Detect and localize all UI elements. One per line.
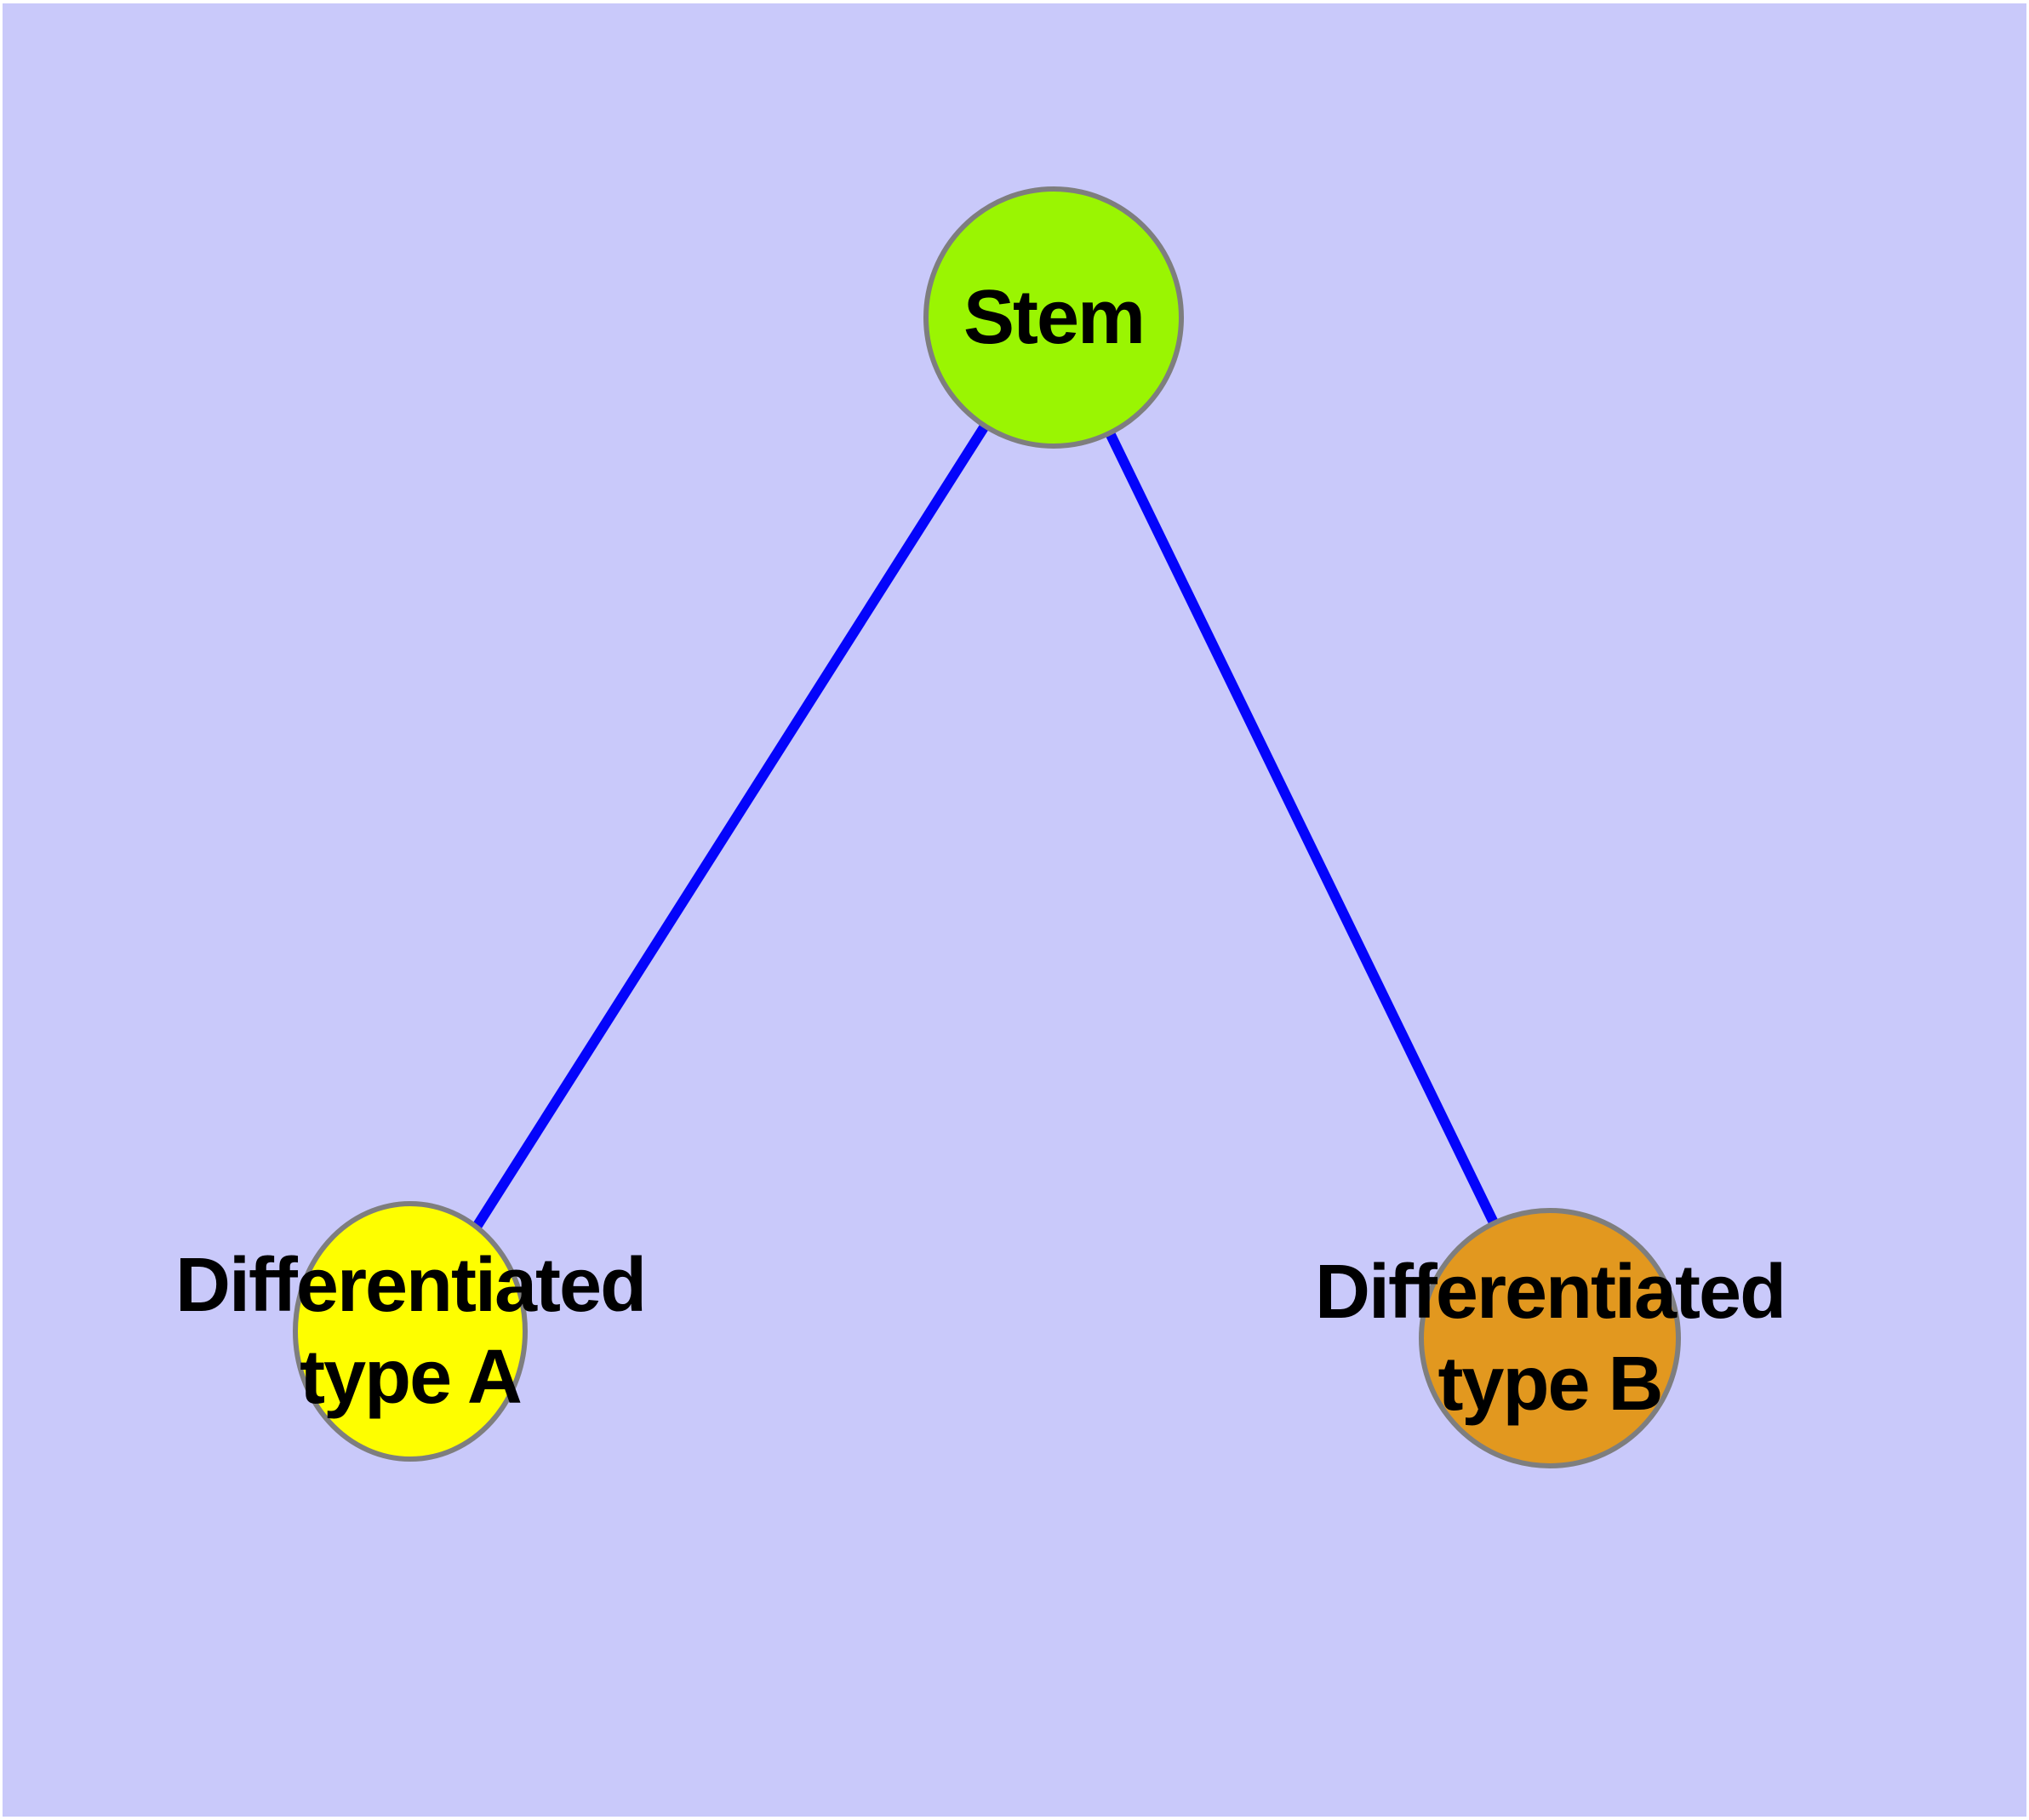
node-differentiated-type-b-circle — [1419, 1208, 1681, 1468]
node-stem-circle — [923, 186, 1184, 449]
edge-stem-to-type-a — [405, 314, 1059, 1335]
node-differentiated-type-a-circle — [293, 1201, 528, 1462]
edge-stem-to-type-b — [1049, 315, 1555, 1341]
